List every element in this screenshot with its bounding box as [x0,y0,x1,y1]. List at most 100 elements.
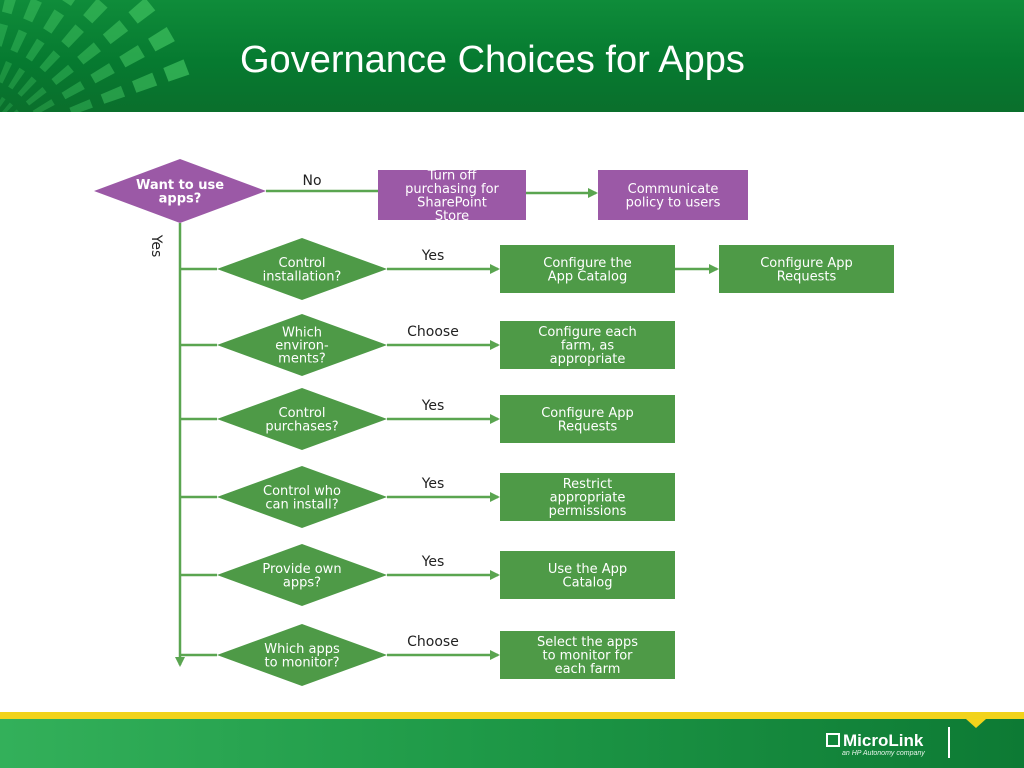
sunburst-tile [10,29,27,53]
decision-diamond [217,544,387,606]
sunburst-tile [0,60,13,84]
no-action-box-1 [378,170,526,220]
decision-text-line: purchases? [265,419,338,434]
action-box [500,631,675,679]
sunburst-tile [128,0,156,24]
decision-text-line: Provide own [262,562,341,577]
decision-diamond [217,624,387,686]
decision-text-line: can install? [265,497,338,512]
action-text-line: each farm [555,662,621,677]
no-action-box-2 [598,170,748,220]
footer-band [0,712,1024,768]
start-decision-text-line: Want to use [136,178,224,193]
action-box [500,245,675,293]
microlink-logo: MicroLink [826,731,923,751]
sunburst-tile [90,63,115,84]
decision-diamond [217,388,387,450]
microlink-logo-icon [826,733,840,747]
sunburst-tile [119,45,145,68]
sunburst-tile [8,67,26,90]
sunburst-tile [43,9,65,34]
no-action-text-1-line: Turn off [427,168,478,183]
decision-text-line: Control [279,256,326,271]
sunburst-tile [25,87,47,106]
action-text-line: Requests [777,269,837,284]
sunburst-tile [0,96,6,108]
sunburst-tile [32,99,55,112]
decision-text-line: Control who [263,484,341,499]
action-box [500,395,675,443]
sunburst-tile [0,23,9,47]
action-text-line: Configure the [543,256,631,271]
action-box [500,551,675,599]
edge-decision-label: Yes [421,398,445,414]
no-action-text-1-line: purchasing for [405,182,499,197]
edge-decision-label: Yes [421,554,445,570]
decision-text-line: to monitor? [265,655,340,670]
decision-diamond [217,314,387,376]
header-banner: Governance Choices for Apps [0,0,1024,112]
logo-divider [948,727,950,758]
sunburst-graphic [0,0,190,112]
action-text-line: App Catalog [548,269,627,284]
decision-text-line: ments? [278,352,326,367]
action-box [500,473,675,521]
sunburst-tile [100,85,126,104]
edge-yes-label: Yes [148,234,164,258]
sunburst-tile [69,99,93,112]
action-text-line: Catalog [563,575,613,590]
slide-title: Governance Choices for Apps [240,39,745,81]
action-text-line: Configure each [538,325,637,340]
edge-decision-label: Yes [421,476,445,492]
footer-notch-marker [966,719,986,728]
decision-text-line: apps? [283,575,321,590]
no-action-text-2-line: Communicate [628,182,719,197]
decision-text-line: installation? [263,269,342,284]
no-action-text-1-line: SharePoint [417,195,487,210]
sunburst-tile [102,20,129,45]
start-decision-diamond [94,159,266,223]
edge-decision-label: Choose [407,324,459,340]
decision-text-line: Which [282,326,322,341]
sunburst-tile [1,0,16,15]
action-text-line: permissions [549,504,627,519]
logo-text: MicroLink [843,731,924,750]
sunburst-tile [61,81,85,100]
sunburst-tile [132,72,158,93]
sunburst-tile [61,24,84,48]
sunburst-tile [1,102,14,112]
action-box [500,321,675,369]
edge-decision-label: Yes [421,248,445,264]
action-box [719,245,894,293]
decision-diamond [217,466,387,528]
edge-decision-label: Choose [407,634,459,650]
sunburst-tile [83,0,108,24]
sunburst-tile [61,0,76,6]
no-action-text-1-line: Store [435,209,469,224]
logo-tagline: an HP Autonomy company [842,750,925,757]
sunburst-tile [163,59,190,82]
action-text-line: Configure App [760,256,853,271]
sunburst-tile [17,76,37,97]
action-text-line: Configure App [541,406,634,421]
action-text-line: to monitor for [542,649,633,664]
sunburst-tile [51,64,74,86]
action-text-line: Select the apps [537,635,638,650]
start-decision-text-line: apps? [159,191,202,206]
sunburst-tile [77,42,101,65]
